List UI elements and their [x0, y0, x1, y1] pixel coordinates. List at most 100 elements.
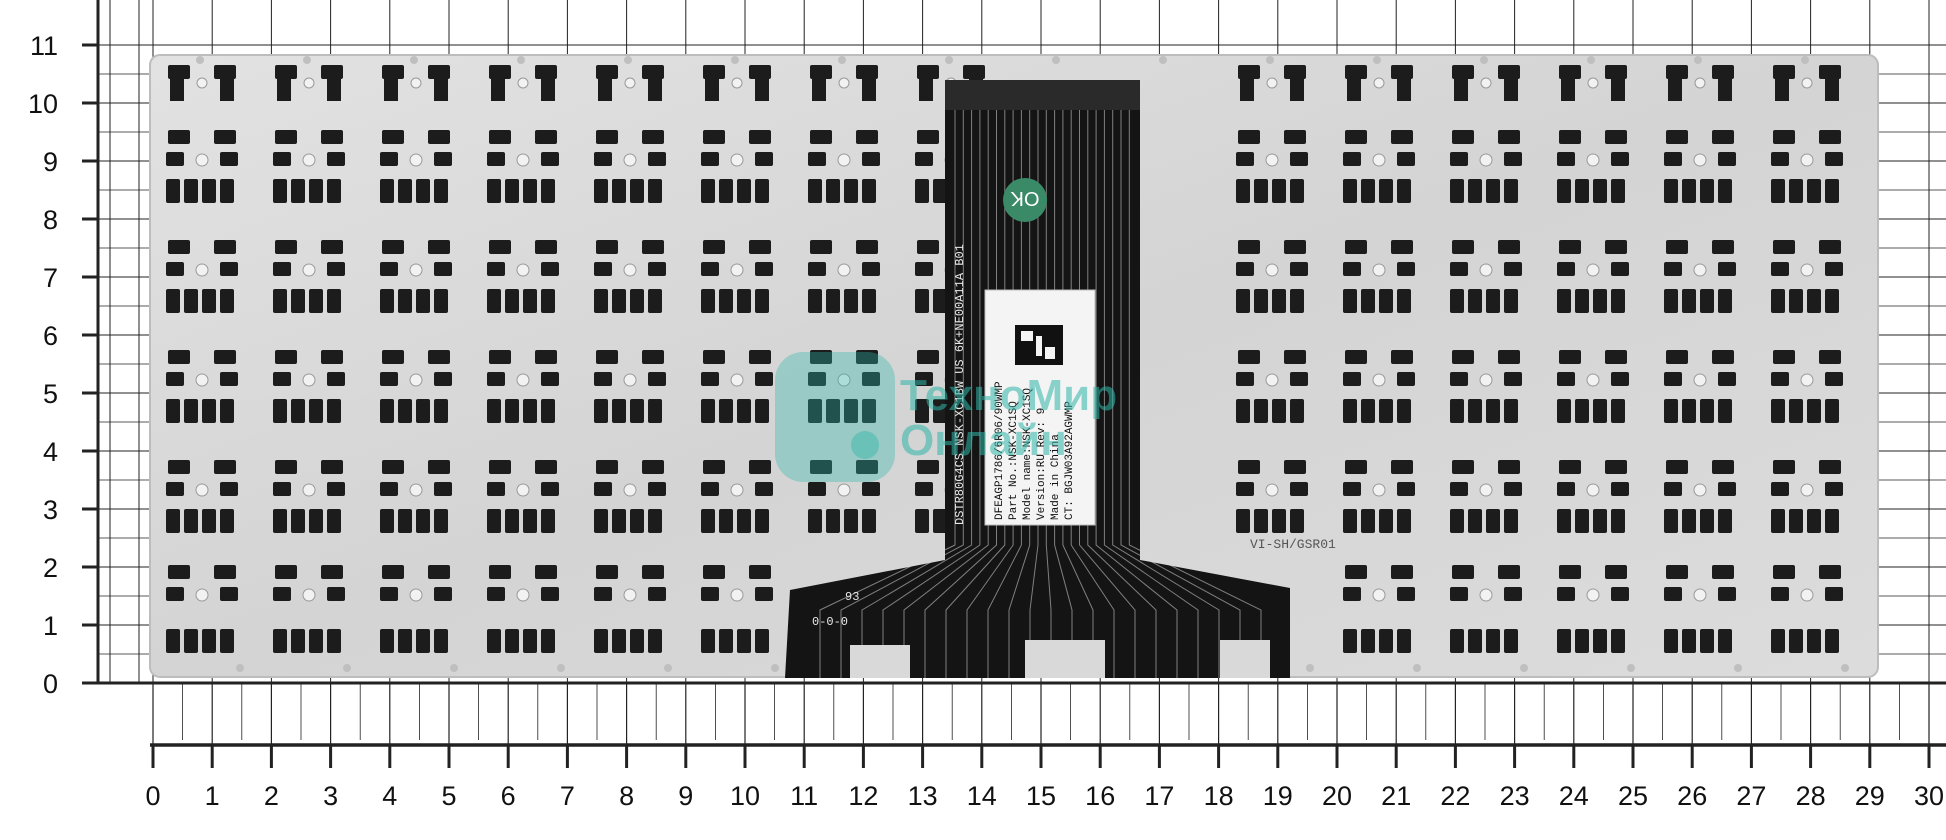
plate-rivet [343, 664, 351, 672]
key-mount [273, 460, 345, 533]
key-mount [273, 130, 345, 203]
plate-rivet [517, 56, 525, 64]
key-mount [380, 350, 452, 423]
x-scale-label: 22 [1440, 781, 1470, 811]
x-scale-label: 1 [205, 781, 220, 811]
plate-rivet [1266, 56, 1274, 64]
key-mount [166, 460, 238, 533]
key-mount [487, 350, 559, 423]
key-mount [275, 65, 343, 101]
key-mount [380, 565, 452, 653]
x-scale-label: 28 [1796, 781, 1826, 811]
connector-notch [1025, 640, 1105, 678]
connector-notch [1220, 640, 1270, 678]
x-scale-label: 4 [382, 781, 397, 811]
reversed-mark: VI-SH/GSR01 [1250, 537, 1336, 552]
x-scale-label: 9 [678, 781, 693, 811]
key-mount [1771, 240, 1843, 313]
key-mount [273, 350, 345, 423]
watermark-line-2: Онлайн [900, 416, 1067, 465]
plate-rivet [1801, 56, 1809, 64]
key-mount [380, 240, 452, 313]
key-mount [1557, 565, 1629, 653]
flex-mark-bottom: 0-0-0 [812, 615, 848, 629]
key-mount [166, 565, 238, 653]
key-mount [166, 350, 238, 423]
x-scale-label: 19 [1263, 781, 1293, 811]
key-mount [1557, 240, 1629, 313]
label-line: DFEAGP1786/6R06/90WMP [994, 381, 1006, 520]
key-mount [701, 460, 773, 533]
y-scale-label: 5 [43, 379, 58, 409]
plate-rivet [945, 56, 953, 64]
key-mount [1664, 130, 1736, 203]
plate-rivet [1052, 56, 1060, 64]
plate-rivet [1841, 664, 1849, 672]
label-line: Part No.:NSK-XC1SQ [1008, 401, 1020, 520]
x-scale-label: 17 [1144, 781, 1174, 811]
key-mount [380, 130, 452, 203]
y-scale-label: 3 [43, 495, 58, 525]
key-mount [594, 130, 666, 203]
key-mount [701, 240, 773, 313]
y-scale-label: 7 [43, 263, 58, 293]
key-mount [1666, 65, 1734, 101]
plate-rivet [236, 664, 244, 672]
ok-sticker: OK [1003, 178, 1047, 222]
plate-rivet [1694, 56, 1702, 64]
key-mount [1236, 240, 1308, 313]
key-mount [1557, 350, 1629, 423]
plate-rivet [1587, 56, 1595, 64]
plate-rivet [1520, 664, 1528, 672]
key-mount [1664, 460, 1736, 533]
key-mount [1450, 350, 1522, 423]
key-mount [1664, 350, 1736, 423]
y-scale-label: 9 [43, 147, 58, 177]
key-mount-array [166, 56, 1849, 672]
key-mount [1771, 460, 1843, 533]
label-line: Made in China [1050, 434, 1062, 520]
key-mount [808, 240, 880, 313]
plate-rivet [1159, 56, 1167, 64]
x-scale-label: 3 [323, 781, 338, 811]
label-line: Version:RU Rev: 9 [1036, 408, 1048, 520]
plate-rivet [771, 664, 779, 672]
plate-rivet [1480, 56, 1488, 64]
plate-rivet [196, 56, 204, 64]
y-scale-label: 2 [43, 553, 58, 583]
x-scale-label: 18 [1204, 781, 1234, 811]
key-mount [594, 565, 666, 653]
key-mount [1236, 460, 1308, 533]
x-scale-label: 24 [1559, 781, 1589, 811]
key-mount [808, 460, 880, 533]
key-mount [1771, 130, 1843, 203]
plate-rivet [838, 56, 846, 64]
key-mount [489, 65, 557, 101]
x-scale-label: 2 [264, 781, 279, 811]
x-scale-label: 6 [501, 781, 516, 811]
key-mount [380, 460, 452, 533]
x-scale-label: 15 [1026, 781, 1056, 811]
y-scale-label: 4 [43, 437, 58, 467]
watermark-logo-icon [775, 352, 895, 482]
x-scale-label: 27 [1736, 781, 1766, 811]
x-scale-label: 16 [1085, 781, 1115, 811]
x-scale-label: 20 [1322, 781, 1352, 811]
key-mount [1452, 65, 1520, 101]
key-mount [166, 130, 238, 203]
x-scale-label: 26 [1677, 781, 1707, 811]
y-scale-label: 0 [43, 669, 58, 699]
key-mount [810, 65, 878, 101]
key-mount [1343, 460, 1415, 533]
x-scale-label: 5 [441, 781, 456, 811]
watermark-line-1: ТехноМир [900, 371, 1117, 420]
key-mount [1343, 350, 1415, 423]
key-mount [1559, 65, 1627, 101]
key-mount [1236, 130, 1308, 203]
plate-rivet [1373, 56, 1381, 64]
x-scale-label: 0 [145, 781, 160, 811]
x-scale-label: 23 [1500, 781, 1530, 811]
key-mount [487, 240, 559, 313]
key-mount [273, 565, 345, 653]
